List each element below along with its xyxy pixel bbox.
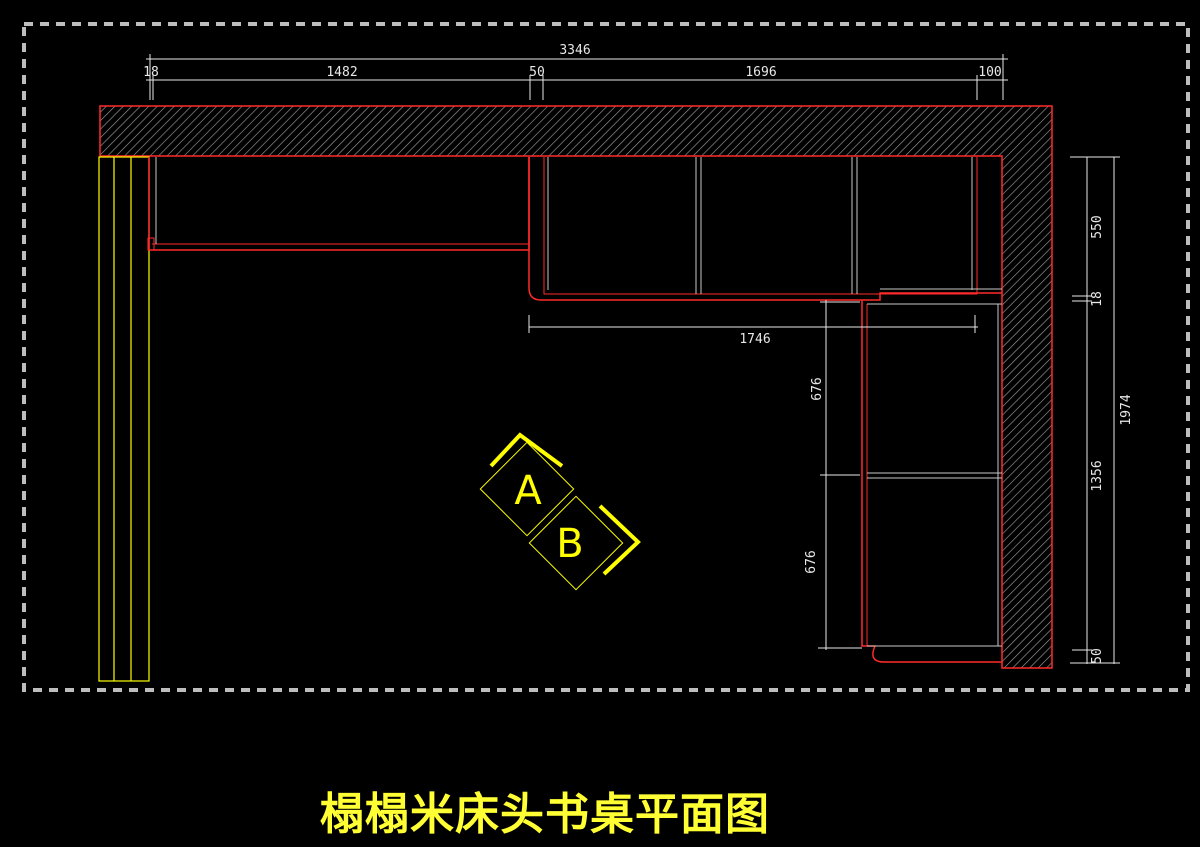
dim-top-seg-3: 50 <box>529 65 545 80</box>
dim-right-overall: 1974 <box>1119 394 1134 425</box>
right-dimension-lines <box>1070 156 1120 664</box>
view-marker-b: B <box>528 495 641 591</box>
top-cabinet <box>528 157 1002 301</box>
tatami-bed-edge <box>98 156 150 682</box>
wall-hatched <box>99 105 1053 669</box>
dim-right-seg-4: 50 <box>1090 648 1105 664</box>
column-dimension-lines <box>818 300 862 650</box>
dim-top-seg-5: 100 <box>978 65 1001 80</box>
upper-left-shelf <box>147 157 530 251</box>
right-cabinet <box>861 300 1002 663</box>
top-dimension-lines <box>146 54 1008 100</box>
dim-right-seg-1: 550 <box>1090 215 1105 238</box>
dim-right-seg-2: 18 <box>1090 291 1105 307</box>
dim-right-seg-3: 1356 <box>1090 460 1105 491</box>
dim-top-seg-2: 1482 <box>326 65 357 80</box>
drawing-title: 榻榻米床头书桌平面图 <box>320 789 770 840</box>
dim-column-lower: 676 <box>804 550 819 573</box>
dim-top-overall: 3346 <box>559 43 590 58</box>
dim-column-upper: 676 <box>810 377 825 400</box>
view-marker-a-label: A <box>514 468 542 514</box>
inner-dimension-line <box>528 315 978 333</box>
dim-top-seg-4: 1696 <box>745 65 776 80</box>
drawing-border <box>22 22 1190 692</box>
dim-inner: 1746 <box>739 332 770 347</box>
view-marker-b-label: B <box>556 521 583 567</box>
view-marker-a: A <box>479 432 575 537</box>
dim-top-seg-1: 18 <box>143 65 159 80</box>
